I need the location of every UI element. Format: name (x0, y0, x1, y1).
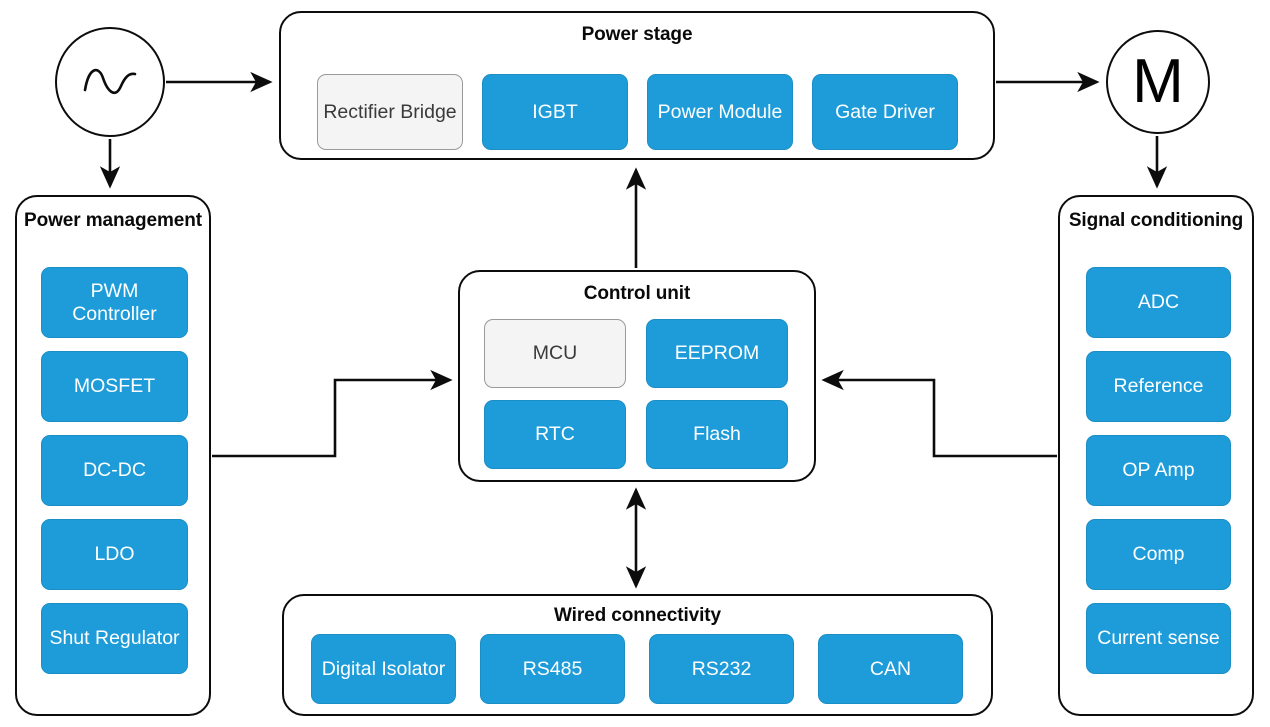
power-stage-title: Power stage (581, 24, 693, 45)
power-management-blocks: PWM Controller MOSFET DC-DC LDO Shut Reg… (41, 267, 188, 674)
panel-power-stage[interactable]: Power stage Rectifier Bridge IGBT Power … (279, 11, 995, 160)
block-adc[interactable]: ADC (1086, 267, 1231, 338)
block-flash[interactable]: Flash (646, 400, 788, 469)
block-ldo[interactable]: LDO (41, 519, 188, 590)
motor-node[interactable]: M (1106, 30, 1210, 134)
block-igbt[interactable]: IGBT (482, 74, 628, 150)
signal-conditioning-blocks: ADC Reference OP Amp Comp Current sense (1086, 267, 1231, 674)
block-rtc[interactable]: RTC (484, 400, 626, 469)
signal-conditioning-title: Signal conditioning (1068, 210, 1244, 231)
block-comp[interactable]: Comp (1086, 519, 1231, 590)
block-eeprom[interactable]: EEPROM (646, 319, 788, 388)
block-reference[interactable]: Reference (1086, 351, 1231, 422)
power-stage-blocks: Rectifier Bridge IGBT Power Module Gate … (317, 74, 958, 150)
panel-wired-connectivity[interactable]: Wired connectivity Digital Isolator RS48… (282, 594, 993, 716)
block-mcu[interactable]: MCU (484, 319, 626, 388)
wired-connectivity-title: Wired connectivity (554, 605, 721, 626)
block-pwm-controller[interactable]: PWM Controller (41, 267, 188, 338)
block-can[interactable]: CAN (818, 634, 963, 704)
motor-label: M (1132, 47, 1184, 116)
block-rs232[interactable]: RS232 (649, 634, 794, 704)
block-gate-driver[interactable]: Gate Driver (812, 74, 958, 150)
control-unit-title: Control unit (583, 283, 691, 304)
block-rs485[interactable]: RS485 (480, 634, 625, 704)
sine-wave-icon (83, 68, 137, 95)
wire-signal-conditioning-to-control-unit (821, 369, 1057, 458)
wired-connectivity-blocks: Digital Isolator RS485 RS232 CAN (311, 634, 963, 704)
block-dc-dc[interactable]: DC-DC (41, 435, 188, 506)
power-management-title: Power management (24, 210, 202, 231)
block-mosfet[interactable]: MOSFET (41, 351, 188, 422)
block-power-module[interactable]: Power Module (647, 74, 793, 150)
panel-signal-conditioning[interactable]: Signal conditioning ADC Reference OP Amp… (1058, 195, 1254, 716)
panel-power-management[interactable]: Power management PWM Controller MOSFET D… (15, 195, 211, 716)
control-unit-blocks: MCU EEPROM RTC Flash (484, 319, 788, 469)
block-current-sense[interactable]: Current sense (1086, 603, 1231, 674)
ac-source-node[interactable] (55, 27, 165, 137)
wire-power-management-to-control-unit (212, 369, 453, 458)
panel-control-unit[interactable]: Control unit MCU EEPROM RTC Flash (458, 270, 816, 482)
block-digital-isolator[interactable]: Digital Isolator (311, 634, 456, 704)
block-op-amp[interactable]: OP Amp (1086, 435, 1231, 506)
block-shut-regulator[interactable]: Shut Regulator (41, 603, 188, 674)
block-rectifier-bridge[interactable]: Rectifier Bridge (317, 74, 463, 150)
